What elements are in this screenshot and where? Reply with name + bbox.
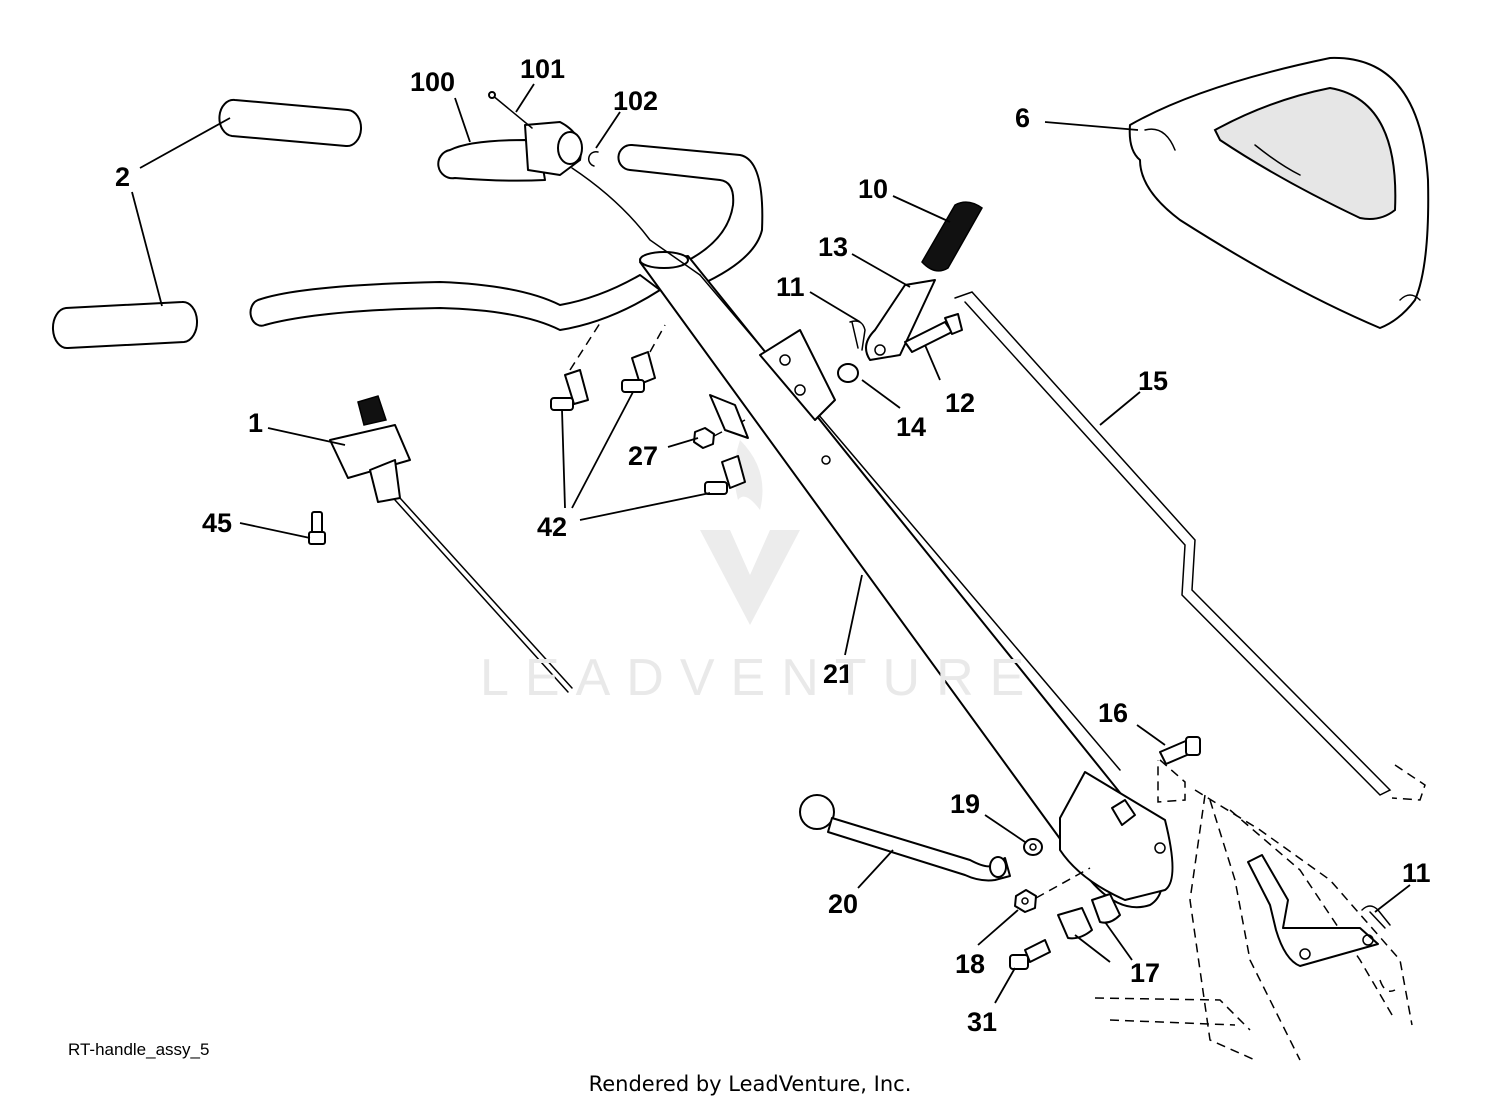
watermark-text: LEADVENTURE [480,649,1041,707]
callout-12: 12 [945,388,975,418]
callout-18: 18 [955,949,985,979]
callout-20: 20 [828,889,858,919]
callout-102: 102 [613,86,658,116]
frame-bracket [1247,854,1379,967]
bolt-12 [904,313,963,353]
bolt-31 [1009,939,1051,970]
pivot-bracket [759,329,836,421]
control-lever-100 [437,121,701,276]
spacer-14 [837,363,859,383]
callout-45: 45 [202,508,232,538]
nut-18 [1014,867,1091,913]
hairpin-clip-11-upper [849,320,866,351]
clip-102 [588,150,599,167]
callout-11-upper: 11 [776,272,805,302]
bolt-45 [308,511,326,545]
bolt-42-c [704,455,746,495]
callout-13: 13 [818,232,848,262]
render-credit: Rendered by LeadVenture, Inc. [588,1072,912,1096]
callout-15: 15 [1138,366,1168,396]
lower-mount-plate [1059,759,1186,901]
callout-17: 17 [1130,958,1160,988]
nut-27 [693,394,749,449]
pin-101 [488,91,533,129]
grip-lower [51,300,199,350]
grip-upper [218,98,363,148]
callout-6: 6 [1015,103,1030,133]
shift-lever-13 [865,279,936,361]
callout-10: 10 [858,174,888,204]
bolt-16 [1159,736,1201,765]
callout-11-lower: 11 [1402,858,1431,888]
wedge-17-a [1057,907,1093,940]
bolt-42-b [621,324,666,393]
bolt-42-a [550,319,603,411]
callout-1: 1 [248,408,263,438]
hairpin-clip-11-lower [1361,905,1391,929]
callout-19: 19 [950,789,980,819]
callout-27: 27 [628,441,658,471]
washer-19 [1023,838,1043,856]
leader-lines [131,83,1411,1004]
tiller-frame-outline [1094,764,1426,1061]
shift-knob-10 [921,201,983,272]
callout-2: 2 [115,162,130,192]
diagram-reference: RT-handle_assy_5 [68,1040,210,1059]
callout-42: 42 [537,512,567,542]
shift-rod-15 [954,291,1392,796]
watermark-logo [700,440,800,625]
callout-21: 21 [823,659,853,689]
callout-14: 14 [896,412,926,442]
handlebar [249,143,764,331]
callout-101: 101 [520,54,565,84]
shroud-cover-6 [1128,56,1430,329]
callout-100: 100 [410,67,455,97]
callout-31: 31 [967,1007,997,1037]
callout-labels: 1 2 6 10 11 11 12 13 14 15 16 17 18 19 2… [115,54,1431,1037]
shift-handle-20 [799,794,1011,882]
wedge-17-b [1091,893,1121,924]
callout-16: 16 [1098,698,1128,728]
throttle-bracket-1 [329,395,573,693]
